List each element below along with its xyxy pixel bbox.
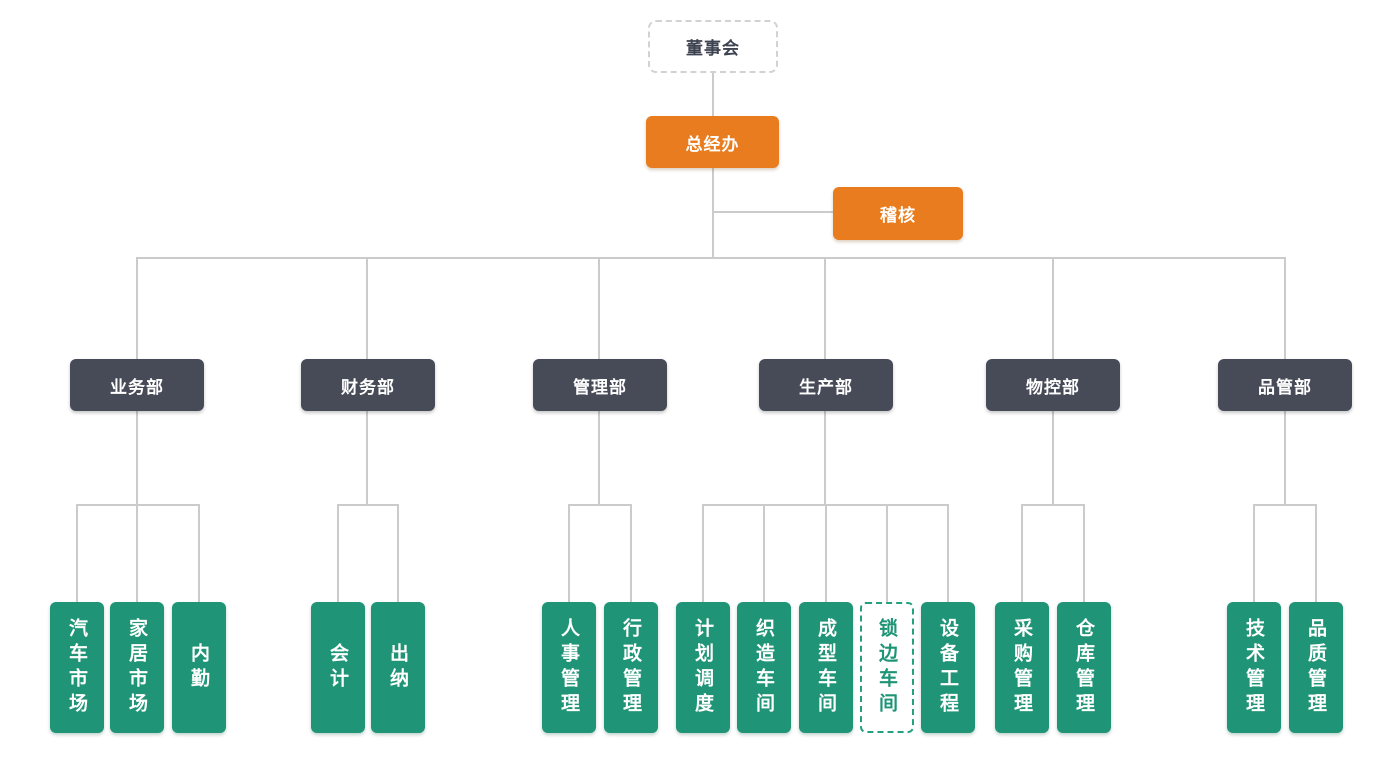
- node-leaf-purchasing-management: 采购管理: [995, 602, 1049, 733]
- node-audit: 稽核: [833, 187, 963, 240]
- connector-line: [1253, 504, 1317, 506]
- connector-line: [1052, 257, 1054, 359]
- node-leaf-hr-management: 人事管理: [542, 602, 596, 733]
- connector-line: [824, 410, 826, 506]
- connector-line: [630, 504, 632, 602]
- connector-line: [136, 504, 138, 602]
- connector-line: [397, 504, 399, 602]
- node-dept-production: 生产部: [759, 359, 893, 411]
- connector-line: [337, 504, 339, 602]
- connector-line: [712, 211, 833, 213]
- connector-line: [702, 504, 704, 602]
- connector-line: [366, 257, 368, 359]
- connector-line: [947, 504, 949, 602]
- node-dept-business: 业务部: [70, 359, 204, 411]
- node-leaf-overlock-workshop: 锁边车间: [860, 602, 914, 733]
- node-leaf-home-market: 家居市场: [110, 602, 164, 733]
- connector-line: [824, 257, 826, 359]
- connector-line: [886, 504, 888, 602]
- connector-line: [76, 504, 200, 506]
- connector-line: [568, 504, 570, 602]
- connector-line: [1284, 257, 1286, 359]
- node-leaf-warehouse-management: 仓库管理: [1057, 602, 1111, 733]
- node-leaf-quality-management: 品质管理: [1289, 602, 1343, 733]
- connector-line: [1315, 504, 1317, 602]
- connector-line: [568, 504, 632, 506]
- connector-line: [1021, 504, 1085, 506]
- connector-line: [598, 410, 600, 506]
- connector-line: [198, 504, 200, 602]
- node-leaf-planning-scheduling: 计划调度: [676, 602, 730, 733]
- connector-line: [1083, 504, 1085, 602]
- node-leaf-weaving-workshop: 织造车间: [737, 602, 791, 733]
- node-board-of-directors: 董事会: [648, 20, 778, 73]
- node-leaf-equipment-engineering: 设备工程: [921, 602, 975, 733]
- connector-line: [136, 257, 138, 359]
- connector-line: [1052, 410, 1054, 506]
- connector-line: [598, 257, 600, 359]
- connector-line: [1284, 410, 1286, 506]
- node-gm-office: 总经办: [646, 116, 779, 168]
- connector-line: [712, 73, 714, 117]
- connector-line: [337, 504, 399, 506]
- node-dept-quality-control: 品管部: [1218, 359, 1352, 411]
- node-leaf-accounting: 会计: [311, 602, 365, 733]
- connector-line: [76, 504, 78, 602]
- node-leaf-technical-management: 技术管理: [1227, 602, 1281, 733]
- connector-line: [1253, 504, 1255, 602]
- connector-line: [825, 504, 827, 602]
- node-dept-finance: 财务部: [301, 359, 435, 411]
- connector-line: [763, 504, 765, 602]
- connector-line: [366, 410, 368, 506]
- connector-line: [136, 410, 138, 506]
- connector-line: [1021, 504, 1023, 602]
- node-dept-material-control: 物控部: [986, 359, 1120, 411]
- node-leaf-admin-management: 行政管理: [604, 602, 658, 733]
- node-leaf-auto-market: 汽车市场: [50, 602, 104, 733]
- connector-line: [136, 257, 1286, 259]
- node-leaf-forming-workshop: 成型车间: [799, 602, 853, 733]
- node-leaf-cashier: 出纳: [371, 602, 425, 733]
- node-leaf-internal-affairs: 内勤: [172, 602, 226, 733]
- node-dept-management: 管理部: [533, 359, 667, 411]
